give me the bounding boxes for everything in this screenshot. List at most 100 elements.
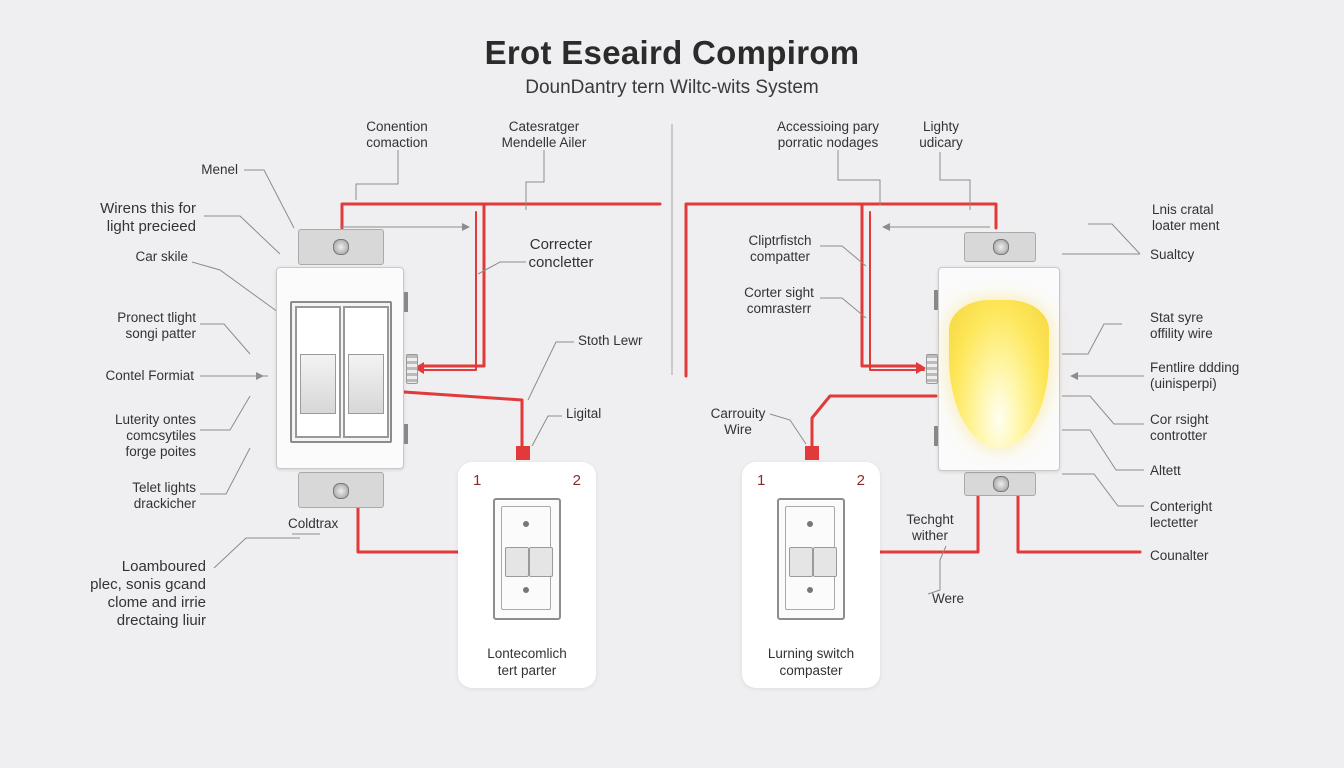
switch-inner-frame (785, 506, 837, 610)
leader-statsyre (1062, 323, 1122, 355)
label-accessioing: Accessioing pary porratic nodages (776, 119, 880, 150)
left-top-mount-bracket (298, 229, 384, 265)
screw-icon (523, 521, 529, 527)
terminal-number-1: 1 (757, 472, 766, 489)
label-altett: Altett (1150, 463, 1181, 478)
leader-ligital (531, 415, 562, 447)
rocker-right (529, 547, 553, 577)
label-menel: Menel (201, 162, 238, 177)
light-bulb-icon (949, 300, 1049, 448)
label-conteright: Conteright lectetter (1150, 499, 1213, 530)
label-cliptrfistch: Cliptrfistch compatter (748, 233, 812, 264)
left-terminal-screw (406, 354, 418, 384)
leader-altett (1062, 429, 1144, 471)
wire-right-bottom (1016, 494, 1142, 554)
arrow-right (916, 362, 926, 374)
leader-luterity (200, 395, 251, 431)
diagram-title: Erot Eseaird Compirom (484, 34, 860, 71)
label-pronect: Pronect tlight songi patter (117, 310, 196, 341)
leader-carskile (191, 261, 279, 313)
light-fixture-plate (938, 267, 1060, 471)
label-cor-rsight: Cor rsight controtter (1150, 412, 1209, 443)
wire-left-down (418, 202, 486, 368)
toggle-right (348, 354, 384, 414)
leader-techght (927, 545, 947, 595)
leader-cliptrfistch (820, 245, 867, 267)
screw-icon (993, 239, 1009, 255)
side-tab (934, 290, 938, 310)
leader-loamboured (213, 537, 300, 569)
switch-card-right: 1 2 Lurning switch compaster (742, 462, 880, 688)
leader-stoth (527, 341, 574, 401)
right-top-mount-bracket (964, 232, 1036, 262)
leader-carrouity (769, 413, 807, 445)
label-sualtcy: Sualtcy (1150, 247, 1195, 262)
label-stoth: Stoth Lewr (578, 333, 643, 348)
label-lighty: Lighty udicary (919, 119, 963, 150)
label-corter-sight: Corter sight comrasterr (744, 285, 814, 316)
leader-wirens (204, 215, 281, 255)
side-tab (934, 426, 938, 446)
label-fentlire: Fentlire ddding (uinisperpi) (1150, 360, 1240, 391)
wire-left-down-2 (423, 211, 477, 371)
terminal-number-1: 1 (473, 472, 482, 489)
leader-lighty (939, 152, 971, 210)
label-techght: Techght wither (906, 512, 954, 543)
label-wirens: Wirens this for light precieed (100, 200, 196, 235)
single-switch-plate (493, 498, 561, 620)
rocker-right (813, 547, 837, 577)
leader-menel (244, 169, 295, 229)
label-luterity: Luterity ontes comcsytiles forge poites (114, 412, 196, 459)
toggle-left (300, 354, 336, 414)
single-switch-plate (777, 498, 845, 620)
label-contel: Contel Formiat (105, 368, 194, 383)
label-carrouity: Carrouity Wire (710, 406, 766, 437)
wire-left-to-card (402, 390, 524, 450)
rocker-left (295, 306, 341, 438)
label-counalter: Counalter (1150, 548, 1209, 563)
leader-telet (200, 447, 251, 495)
leader-corrsight (1062, 395, 1144, 425)
leader-catesratger (525, 150, 545, 210)
screw-icon (807, 587, 813, 593)
wire-right-down (860, 202, 922, 368)
card-caption: Lurning switch compaster (767, 646, 855, 678)
wire-right-card-out (878, 494, 980, 554)
side-tab (404, 292, 408, 312)
screw-icon (333, 239, 349, 255)
leader-corter (820, 297, 867, 319)
label-catesratger: Catesratger Mendelle Ailer (501, 119, 587, 150)
switch-frame (290, 301, 392, 443)
leader-accessioing (837, 150, 881, 205)
connector-right (805, 446, 819, 460)
diagram-subtitle: DounDantry tern Wiltc-wits System (525, 77, 819, 98)
switch-inner-frame (501, 506, 553, 610)
screw-icon (807, 521, 813, 527)
label-were: Were (932, 591, 965, 606)
wire-right-top (684, 202, 998, 378)
connector-left (516, 446, 530, 460)
label-correcter: Correcter concletter (528, 236, 594, 271)
arrow-left (414, 362, 424, 374)
wire-right-down-2 (869, 211, 925, 371)
card-caption: Lontecomlich tert parter (487, 646, 567, 678)
leader-conention (355, 150, 399, 200)
wire-right-to-card (810, 394, 938, 450)
screw-icon (993, 476, 1009, 492)
leader-lnis (1088, 223, 1141, 255)
screw-icon (333, 483, 349, 499)
label-lnis: Lnis cratal loater ment (1152, 202, 1220, 233)
label-carskile: Car skile (135, 249, 188, 264)
right-bottom-mount-bracket (964, 472, 1036, 496)
label-conention: Conention comaction (366, 119, 428, 150)
rocker-left (789, 547, 813, 577)
leader-correcter (477, 261, 526, 275)
wire-left-bottom (356, 506, 460, 554)
left-bottom-mount-bracket (298, 472, 384, 508)
leader-pronect (200, 323, 251, 355)
wire-left-top (340, 202, 662, 230)
label-statsyre: Stat syre offility wire (1150, 310, 1213, 341)
rocker-left (505, 547, 529, 577)
